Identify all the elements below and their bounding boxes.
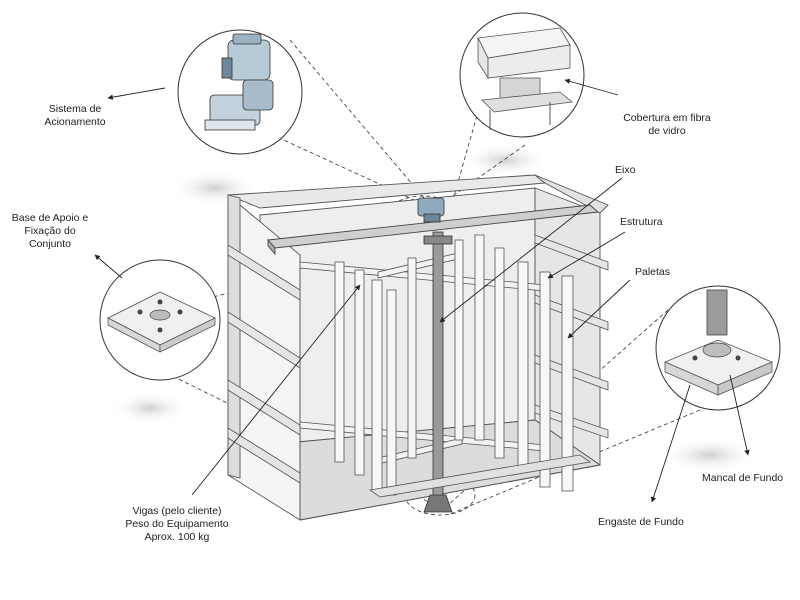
label-arrows [94, 78, 750, 503]
top-motor [417, 197, 445, 223]
shaft [423, 231, 453, 513]
paddles [334, 234, 574, 496]
label-base-line2: Fixação do [24, 225, 76, 237]
label-estrutura: Estrutura [620, 216, 663, 228]
label-paletas: Paletas [635, 266, 671, 278]
label-vigas-line2: Peso do Equipamento [125, 518, 229, 530]
cover-detail [459, 12, 585, 138]
label-sistema-acionamento: Sistema de Acionamento [35, 103, 115, 129]
label-cobertura: Cobertura em fibra de vidro [612, 112, 722, 138]
label-sistema-line2: Acionamento [44, 116, 106, 128]
bottom-bearing-detail [655, 285, 781, 411]
label-base-line3: Conjunto [28, 238, 72, 250]
label-cobertura-line1: Cobertura em fibra [623, 112, 711, 124]
label-vigas-line3: Aprox. 100 kg [144, 531, 210, 543]
tank-structure [227, 174, 609, 521]
label-base-apoio: Base de Apoio e Fixação do Conjunto [0, 212, 100, 251]
label-sistema-line1: Sistema de [48, 103, 102, 115]
base-beams [368, 454, 592, 498]
base-plate-detail [99, 259, 221, 381]
label-engaste: Engaste de Fundo [598, 516, 684, 528]
left-wall-ribs [227, 244, 301, 484]
background-shadows [110, 144, 760, 473]
label-vigas-line1: Vigas (pelo cliente) [132, 505, 222, 517]
label-vigas: Vigas (pelo cliente) Peso do Equipamento… [112, 505, 242, 544]
label-cobertura-line2: de vidro [648, 125, 686, 137]
label-eixo: Eixo [615, 164, 636, 176]
drive-system-detail [177, 29, 303, 155]
label-mancal: Mancal de Fundo [702, 472, 784, 484]
top-support-beam [267, 204, 600, 256]
label-base-line1: Base de Apoio e [11, 212, 89, 224]
